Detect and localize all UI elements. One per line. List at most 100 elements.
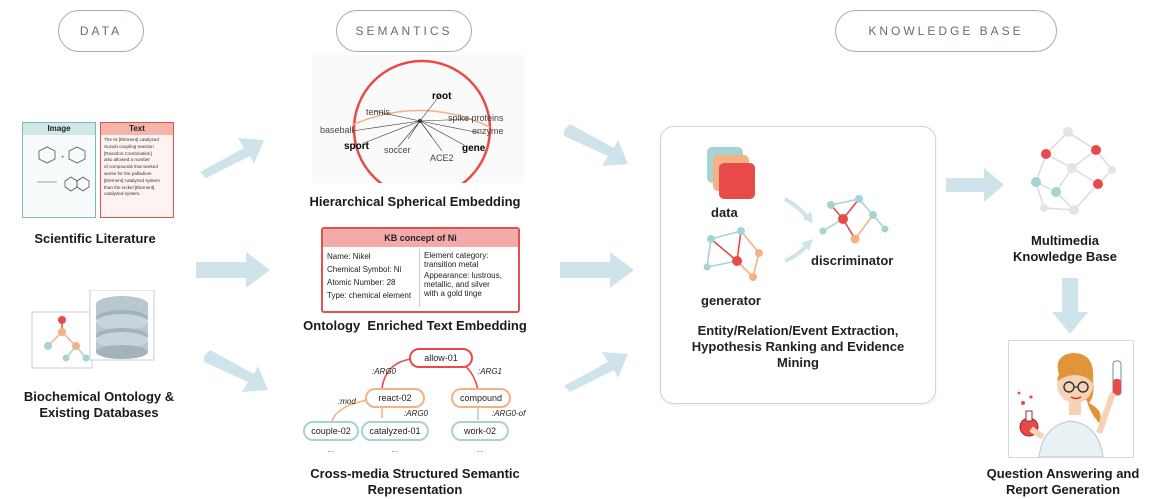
kb-card-divider	[419, 249, 420, 307]
label-graph-line1: Cross-media Structured Semantic	[310, 466, 520, 481]
label-biochemical-line2: Existing Databases	[39, 405, 159, 420]
spherical-embedding-figure: root tennis baseball sport soccer spike …	[320, 59, 504, 183]
node-react-02	[365, 388, 425, 408]
node-compound	[451, 388, 511, 408]
header-knowledge-base: KNOWLEDGE BASE	[835, 10, 1057, 52]
word-baseball: baseball	[320, 125, 354, 135]
doc-text-line: The Ni [Element] catalyzed	[104, 137, 159, 142]
label-scientific-literature: Scientific Literature	[34, 231, 156, 246]
node-text-work: work-02	[463, 426, 496, 436]
edge-arg0-mid: :ARG0	[404, 409, 429, 418]
label-qa-report: Question Answering and Report Generation	[966, 466, 1160, 498]
word-soccer: soccer	[384, 145, 411, 155]
label-multimedia-kb: Multimedia Knowledge Base	[990, 233, 1140, 265]
label-qa-line1: Question Answering and	[986, 466, 1140, 481]
doc-text-line: Suzuki coupling reaction	[104, 143, 154, 149]
arrow-kb-to-qa	[1052, 278, 1088, 334]
semantic-graph: allow-01 react-02 compound couple-02 cat…	[303, 348, 526, 454]
arrow-spherical-to-center	[564, 124, 628, 166]
arrow-db-to-graph	[204, 350, 268, 392]
word-tennis: tennis	[366, 107, 391, 117]
label-data: data	[711, 205, 738, 220]
node-text-couple: couple-02	[311, 426, 351, 436]
doc-text-line: also allowed a number	[104, 157, 150, 163]
arrow-graph-to-center	[564, 352, 628, 392]
doc-text-line: worse for the palladium	[104, 170, 152, 176]
label-ontology-embedding: Ontology Enriched Text Embedding	[303, 318, 527, 333]
label-graph-line2: Representation	[367, 482, 463, 497]
node-text-catalyzed: catalyzed-01	[369, 426, 420, 436]
kb-name: Name: Nikel	[327, 252, 371, 261]
spherical-embedding-panel: root tennis baseball sport soccer spike …	[312, 55, 524, 183]
node-text-react: react-02	[378, 393, 411, 403]
label-kb-line2: Knowledge Base	[1012, 249, 1118, 264]
arrow-lit-to-ontology	[196, 252, 270, 288]
label-generator: generator	[701, 293, 761, 308]
header-semantics: SEMANTICS	[336, 10, 472, 52]
edge-arg0-top: :ARG0	[372, 367, 397, 376]
extraction-box: data generator discriminator Entity/Rela…	[660, 126, 936, 404]
doc-image-title: Image	[23, 123, 95, 135]
arrow-center-to-kb	[946, 168, 1004, 202]
word-enzyme: enzyme	[472, 126, 504, 136]
ontology-database-icon	[31, 290, 155, 369]
word-spike-proteins: spike proteins	[448, 113, 504, 123]
doc-text-line: of compounds that worked	[104, 164, 158, 170]
label-biochemical-ontology: Biochemical Ontology & Existing Database…	[0, 389, 198, 421]
doc-text-line: catalyzed system.	[104, 191, 141, 197]
label-qa-line2: Report Generation	[1005, 482, 1121, 497]
researcher-illustration	[1008, 340, 1134, 458]
kb-appearance-1: Appearance: lustrous,	[424, 271, 502, 280]
doc-text-line: than the nickel [Element]	[104, 184, 155, 190]
word-sport: sport	[344, 141, 370, 152]
doc-text-title: Text	[101, 123, 173, 135]
node-couple-02	[303, 421, 359, 441]
gan-figure	[703, 147, 889, 281]
arrow-lit-to-spherical	[200, 138, 264, 178]
kb-card-left: Name: Nikel Chemical Symbol: Ni Atomic N…	[327, 251, 411, 303]
node-allow-01	[409, 348, 473, 368]
scientist-icon	[1017, 353, 1122, 457]
kb-symbol: Chemical Symbol: Ni	[327, 265, 402, 274]
extraction-caption: Entity/Relation/Event Extraction, Hypoth…	[661, 323, 935, 371]
label-graph-representation: Cross-media Structured Semantic Represen…	[270, 466, 560, 498]
node-work-02	[451, 421, 509, 441]
ellipsis-3: ...	[477, 445, 484, 454]
ellipsis-2: ...	[392, 445, 399, 454]
label-biochemical-line1: Biochemical Ontology &	[23, 389, 175, 404]
doc-text-line: [Element] catalyzed system	[104, 177, 160, 183]
molecule-sketch: +	[37, 146, 90, 192]
knowledge-base-icon	[1031, 127, 1116, 215]
caption-line2: Hypothesis Ranking and Evidence	[691, 339, 905, 354]
word-gene: gene	[462, 143, 486, 154]
node-catalyzed-01	[361, 421, 429, 441]
arrow-ontology-to-center	[560, 252, 634, 288]
word-root: root	[432, 91, 452, 102]
edge-arg1: :ARG1	[478, 367, 502, 376]
kb-concept-card: KB concept of Ni Name: Nikel Chemical Sy…	[321, 227, 520, 313]
kb-category-value: transition metal	[424, 260, 479, 269]
edge-mod: :mod	[338, 397, 356, 406]
header-data: DATA	[58, 10, 144, 52]
label-kb-line1: Multimedia	[1031, 233, 1099, 248]
kb-category-label: Element category:	[424, 251, 489, 260]
ellipsis-1: ...	[328, 445, 335, 454]
doc-text-line: [Reaction.Combination]	[104, 150, 152, 156]
edge-arg0-of: :ARG0-of	[492, 409, 526, 418]
node-text-allow: allow-01	[424, 353, 458, 363]
kb-card-right: Element category: transition metal Appea…	[424, 251, 502, 300]
word-ace2: ACE2	[430, 153, 454, 163]
kb-appearance-3: with a gold tinge	[424, 289, 482, 298]
caption-line3: Mining	[777, 355, 819, 370]
kb-type: Type: chemical element	[327, 291, 412, 300]
kb-atomic-number: Atomic Number: 28	[327, 278, 396, 287]
label-discriminator: discriminator	[811, 253, 894, 268]
kb-card-title: KB concept of Ni	[323, 229, 518, 247]
node-text-compound: compound	[460, 393, 502, 403]
label-spherical-embedding: Hierarchical Spherical Embedding	[309, 194, 521, 209]
kb-appearance-2: metallic, and silver	[424, 280, 490, 289]
doc-image-panel: Image +	[22, 122, 96, 218]
